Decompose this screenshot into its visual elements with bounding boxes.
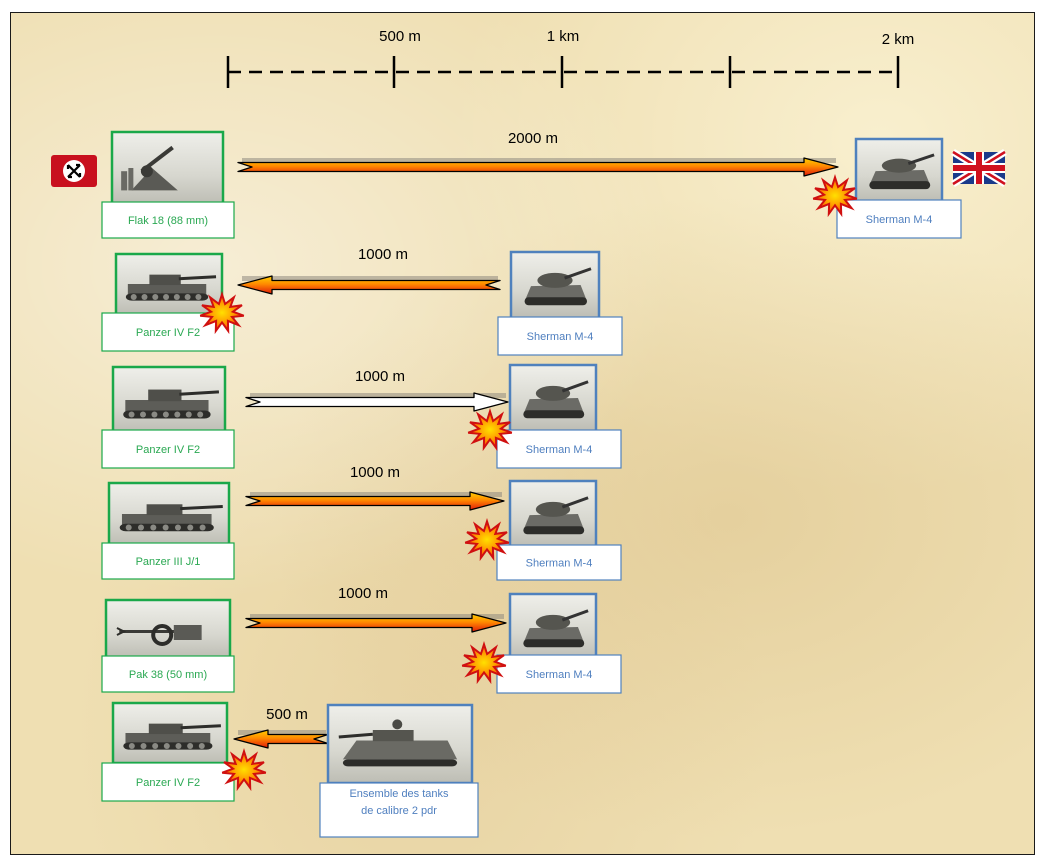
scale-tick-label: 500 m — [379, 28, 421, 45]
unit-caption-box — [496, 429, 622, 469]
crusader-tank-icon — [338, 719, 458, 767]
unit-caption-box — [496, 544, 622, 581]
panzer-tank-icon — [123, 389, 220, 419]
panzer-tank-icon — [119, 504, 223, 532]
engagement-row: 1000 m Panzer IV F2 Sherman M-4 — [101, 363, 622, 469]
allied-unit-label: Sherman M-4 — [527, 331, 594, 343]
panzer-tank-icon — [125, 274, 217, 301]
union-jack-icon — [951, 149, 1007, 187]
engagement-row: 2000 m Flak 18 (88 mm) Sherman M-4 — [101, 130, 962, 239]
shot-arrow — [245, 613, 507, 633]
shot-arrow — [233, 729, 329, 749]
german-unit-label: Flak 18 (88 mm) — [128, 215, 208, 227]
allied-unit-label: Sherman M-4 — [526, 444, 593, 456]
engagement-row: 500 m Panzer IV F2 Ensemble des tanks de ca… — [101, 701, 479, 838]
allied-unit-label: Sherman M-4 — [866, 214, 933, 226]
unit-caption-box — [319, 782, 479, 838]
unit-caption-box — [497, 316, 623, 356]
explosion-icon — [199, 291, 245, 335]
range-scale: 500 m 1 km 2 km — [226, 28, 915, 88]
scale-tick-label: 1 km — [547, 28, 580, 45]
shot-arrow — [237, 157, 839, 177]
range-label: 1000 m — [338, 585, 388, 602]
allied-unit-label: Sherman M-4 — [526, 558, 593, 570]
unit-photo-frame — [110, 130, 225, 206]
sherman-tank-icon — [523, 609, 589, 648]
unit-caption-box — [101, 542, 235, 580]
german-unit-label: Pak 38 (50 mm) — [129, 669, 207, 681]
range-label: 2000 m — [508, 130, 558, 147]
nazi-flag-icon — [51, 155, 97, 187]
sherman-tank-icon — [523, 496, 589, 535]
shot-arrow — [245, 491, 505, 511]
engagement-row: 1000 m Pak 38 (50 mm) Sherman M-4 — [101, 585, 622, 694]
unit-caption-box — [836, 199, 962, 239]
unit-caption-box — [101, 655, 235, 693]
explosion-icon — [464, 518, 510, 562]
range-label: 1000 m — [355, 368, 405, 385]
panzer-tank-icon — [123, 723, 221, 750]
scale-tick-label: 2 km — [882, 31, 915, 48]
sherman-tank-icon — [524, 267, 592, 306]
unit-caption-box — [101, 429, 235, 469]
german-unit-label: Panzer IV F2 — [136, 777, 200, 789]
shot-arrow — [237, 275, 501, 295]
allied-unit-label: Sherman M-4 — [526, 669, 593, 681]
engagement-row: 1000 m Panzer IV F2 Sherman M-4 — [101, 246, 623, 356]
explosion-icon — [461, 641, 507, 685]
german-unit-label: Panzer IV F2 — [136, 444, 200, 456]
unit-caption-box — [101, 762, 235, 802]
allied-unit-label: de calibre 2 pdr — [361, 805, 437, 817]
german-unit-label: Panzer IV F2 — [136, 327, 200, 339]
explosion-icon — [467, 408, 513, 452]
unit-caption-box — [496, 654, 622, 694]
sherman-tank-icon — [523, 380, 589, 419]
german-unit-label: Panzer III J/1 — [136, 556, 201, 568]
explosion-icon — [221, 748, 267, 792]
range-label: 1000 m — [350, 464, 400, 481]
explosion-icon — [812, 174, 858, 218]
pak-tank-icon — [116, 624, 202, 646]
allied-unit-label: Ensemble des tanks — [349, 788, 449, 800]
engagement-row: 1000 m Panzer III J/1 Sherman M-4 — [101, 464, 622, 581]
sherman-tank-icon — [869, 153, 935, 190]
flak-tank-icon — [121, 145, 178, 191]
unit-caption-box — [101, 201, 235, 239]
range-label: 1000 m — [358, 246, 408, 263]
shot-arrow — [245, 392, 509, 412]
range-label: 500 m — [266, 706, 308, 723]
